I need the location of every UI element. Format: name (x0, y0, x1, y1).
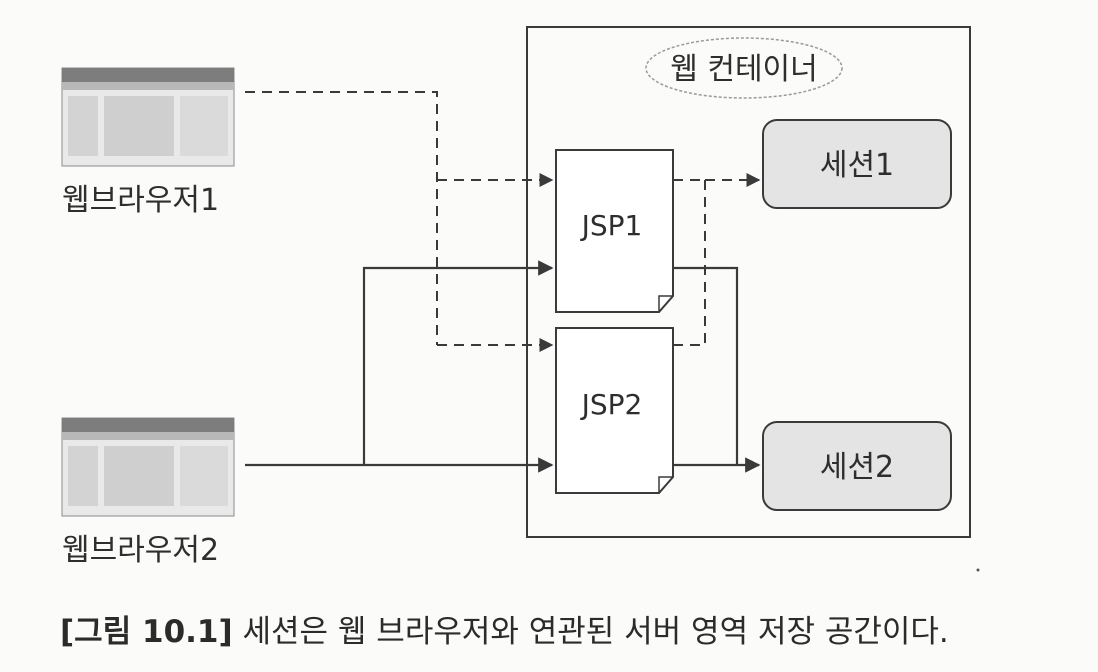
browser-2-icon (61, 417, 235, 517)
jsp2-page-fold (658, 476, 673, 493)
jsp1-page (555, 149, 674, 313)
container-title-cloud (645, 37, 843, 99)
browser-1-icon (61, 67, 235, 167)
session-1-label: 세션1 (820, 148, 894, 183)
browser-2-label: 웹브라우저2 (62, 533, 219, 568)
jsp2-page (555, 327, 674, 494)
browser-1-label: 웹브라우저1 (62, 183, 219, 218)
jsp2-label: JSP2 (580, 388, 643, 421)
jsp1-label: JSP1 (580, 209, 643, 242)
browser-2-branch-line (362, 260, 554, 465)
caption-prefix: [그림 10.1] (60, 614, 233, 650)
session-2-box (762, 421, 952, 511)
jsp1-page-fold (658, 295, 673, 312)
jsp1-to-session-2-line (673, 266, 739, 465)
caption-text: 세션은 웹 브라우저와 연관된 서버 영역 저장 공간이다. (232, 614, 949, 650)
session-1-box (762, 119, 952, 209)
session-2-label: 세션2 (820, 450, 894, 485)
browser-1-trunk-line (245, 91, 438, 345)
jsp2-to-session-1-line (673, 180, 706, 346)
web-container-box (526, 26, 971, 538)
stray-dot (976, 568, 980, 572)
container-title: 웹 컨테이너 (670, 52, 818, 87)
figure-caption: [그림 10.1] 세션은 웹 브라우저와 연관된 서버 영역 저장 공간이다. (60, 606, 949, 651)
